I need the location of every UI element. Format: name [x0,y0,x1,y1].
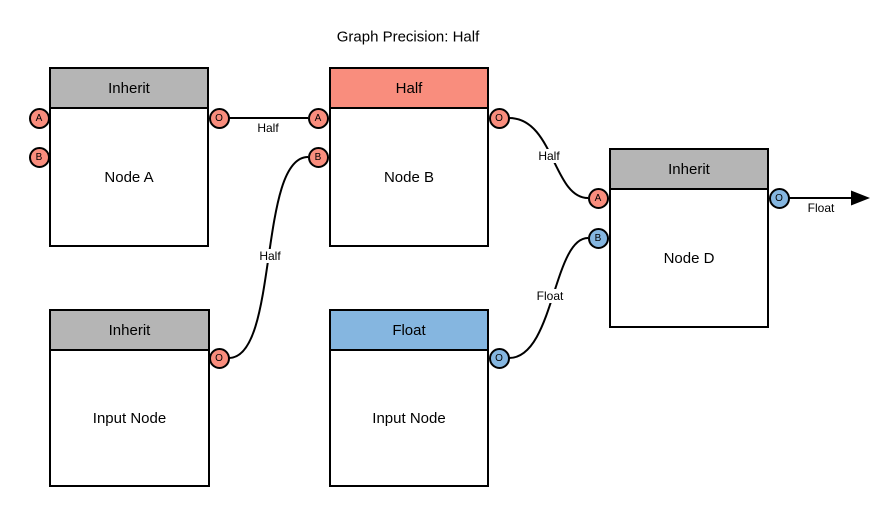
node-d-port-o: O [768,187,790,209]
input-node-float-header: Float [331,311,487,351]
node-a-port-b: B [28,146,50,168]
node-b-port-b: B [307,146,329,168]
diagram-title: Graph Precision: Half [336,28,480,46]
node-a: Inherit Node A [49,67,209,247]
node-b-label: Node B [383,168,435,186]
input-node-float: Float Input Node [329,309,489,487]
input-node-float-label: Input Node [372,409,446,427]
node-d: Inherit Node D [609,148,769,328]
node-d-header: Inherit [611,150,767,190]
edge-label-node-d-output: Float [805,201,837,215]
edge-label-node-b-to-node-d: Half [536,149,562,163]
node-a-label: Node A [104,168,154,186]
input-node-float-port-o: O [488,347,510,369]
node-a-port-a: A [28,107,50,129]
edge-label-input-float-to-node-d: Float [534,289,566,303]
edge-label-input-left-to-node-b: Half [257,249,283,263]
edge-label-node-a-to-node-b: Half [255,121,281,135]
node-d-port-a: A [587,187,609,209]
input-node-inherit: Inherit Input Node [49,309,210,487]
node-b-port-a: A [307,107,329,129]
node-d-label: Node D [663,249,715,267]
node-b: Half Node B [329,67,489,247]
node-b-header: Half [331,69,487,109]
node-d-port-b: B [587,227,609,249]
output-arrowhead-icon [851,190,870,206]
input-node-inherit-header: Inherit [51,311,208,351]
node-b-port-o: O [488,107,510,129]
input-node-inherit-label: Input Node [92,409,167,427]
node-a-port-o: O [208,107,230,129]
node-a-header: Inherit [51,69,207,109]
input-node-inherit-port-o: O [208,347,230,369]
